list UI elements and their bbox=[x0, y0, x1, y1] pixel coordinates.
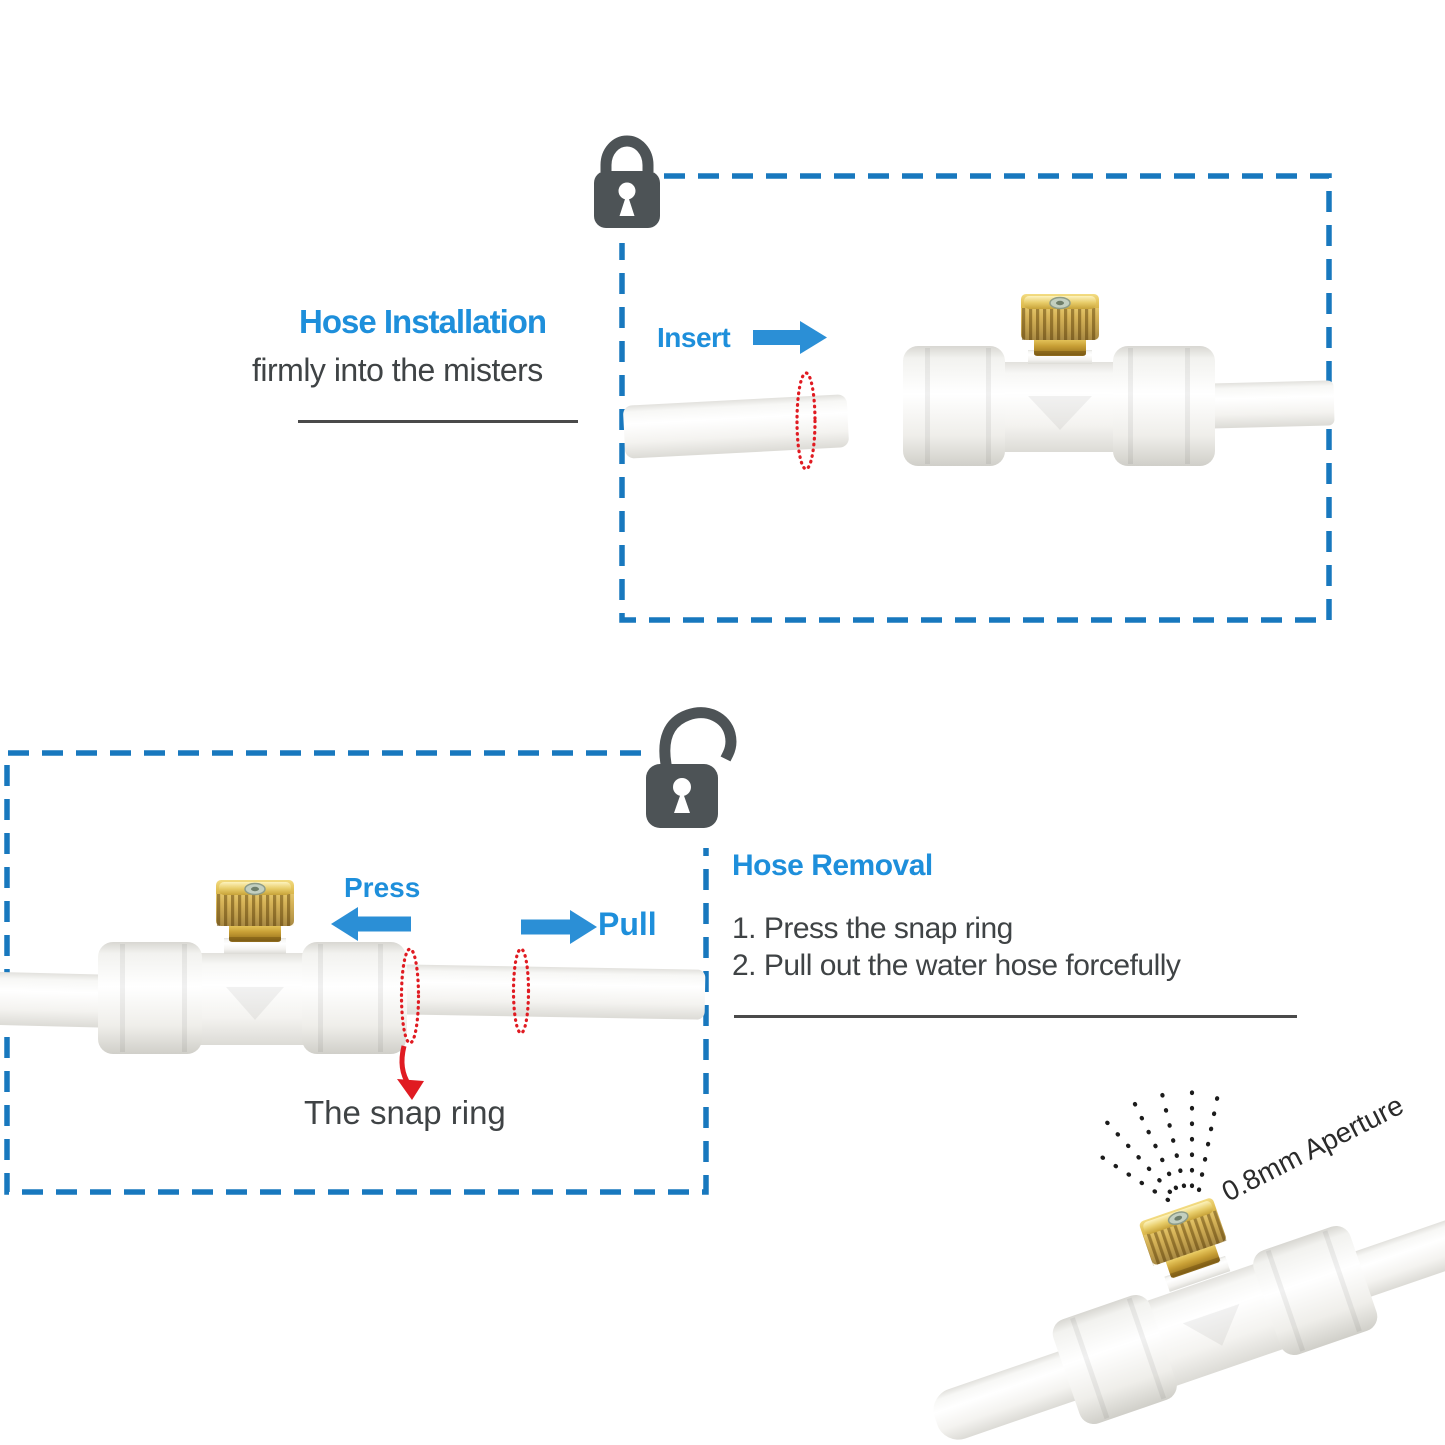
red-down-arrow-icon bbox=[397, 1045, 424, 1100]
unlocked-padlock-icon bbox=[646, 707, 737, 828]
snap-ring-marker bbox=[399, 947, 421, 1045]
installation-box bbox=[594, 135, 1335, 623]
installation-heading: Hose Installation bbox=[299, 303, 547, 340]
locked-padlock-icon bbox=[594, 135, 660, 228]
press-label: Press bbox=[344, 872, 421, 903]
mister-tee-connector bbox=[933, 1151, 1445, 1440]
installation-description: firmly into the misters bbox=[252, 352, 543, 388]
brass-misting-nozzle-icon bbox=[1139, 1198, 1228, 1278]
removal-step-2: 2. Pull out the water hose forcefully bbox=[732, 949, 1181, 982]
pull-label: Pull bbox=[598, 906, 657, 942]
pull-arrow-icon bbox=[521, 910, 597, 944]
removal-dashed-border bbox=[4, 750, 709, 1195]
removal-underline bbox=[734, 1015, 1297, 1018]
brass-misting-nozzle-icon bbox=[1021, 294, 1099, 356]
press-arrow-icon bbox=[331, 907, 411, 941]
removal-step-1: 1. Press the snap ring bbox=[732, 912, 1013, 945]
removal-box bbox=[0, 707, 737, 1195]
insert-label: Insert bbox=[657, 322, 731, 353]
mister-tee-connector bbox=[0, 880, 706, 1054]
snap-ring-label: The snap ring bbox=[304, 1094, 506, 1131]
removal-heading: Hose Removal bbox=[732, 849, 933, 882]
mister-tee-connector bbox=[903, 294, 1335, 466]
snap-ring-marker bbox=[795, 371, 817, 471]
installation-underline bbox=[298, 420, 578, 423]
mist-spray-icon bbox=[1091, 1079, 1221, 1203]
hose-marker bbox=[511, 947, 531, 1035]
water-hose bbox=[623, 394, 849, 459]
installation-dashed-border bbox=[619, 173, 1332, 623]
spray-detail bbox=[933, 1079, 1445, 1440]
insert-arrow-icon bbox=[753, 321, 827, 354]
brass-misting-nozzle-icon bbox=[216, 880, 294, 942]
